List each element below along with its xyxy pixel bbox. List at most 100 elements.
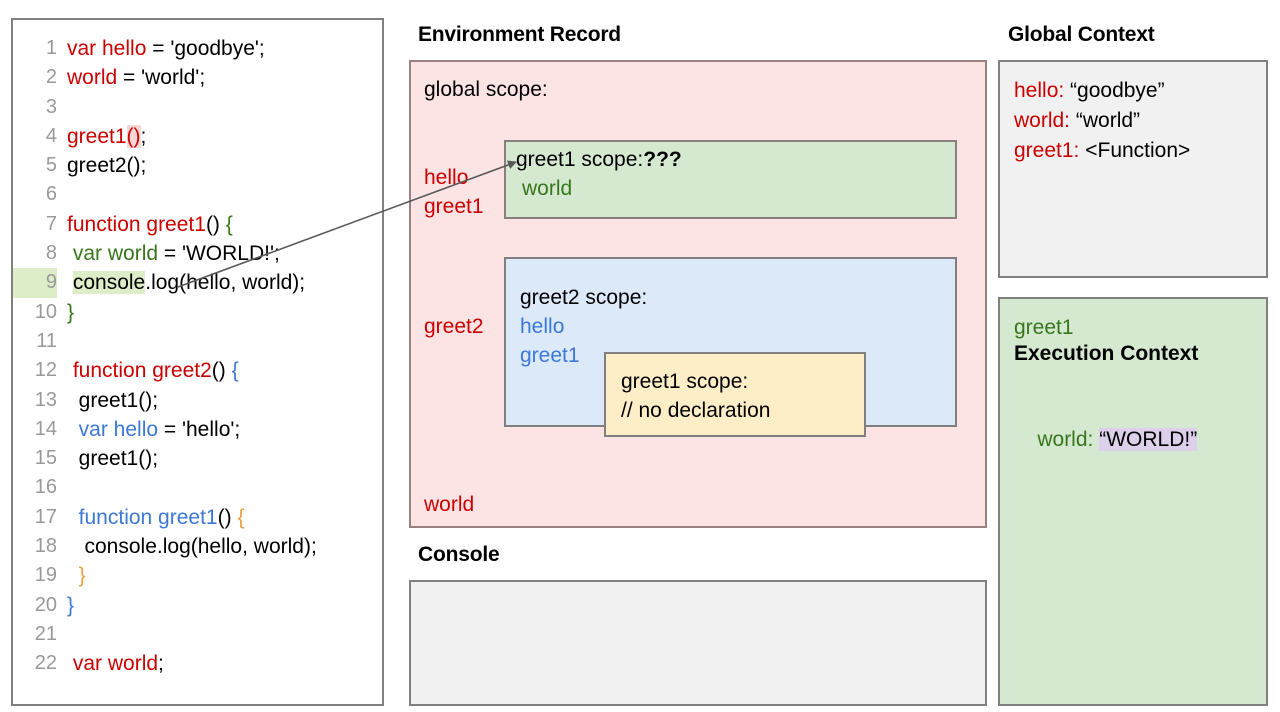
env-global-binding: greet2 (424, 315, 484, 338)
inner-greet1-scope-title: greet1 scope: (621, 370, 749, 393)
global-context-panel: hello: “goodbye” world: “world” greet1: <F… (998, 60, 1268, 278)
code-line-number: 7 (45, 212, 57, 235)
greet1-scope-var-world: world (522, 177, 573, 200)
code-token: { (237, 505, 245, 529)
greet1-scope-box: greet1 scope:??? world (504, 140, 957, 219)
code-line-number: 22 (34, 652, 57, 675)
code-line[interactable]: 17 function greet1() { (13, 503, 382, 532)
code-line-number: 1 (45, 37, 57, 59)
code-token: greet1(); (67, 447, 159, 471)
global-context-row: greet1: <Function> (1014, 139, 1190, 163)
code-token (67, 271, 73, 294)
greet1-scope-title-text: greet1 scope: (516, 148, 644, 171)
code-token: var hello (67, 37, 147, 60)
execution-context-variable: world: “WORLD!” (1014, 404, 1198, 476)
code-line[interactable]: 9 console.log(hello, world); (13, 268, 382, 298)
env-global-binding: greet1 (424, 195, 484, 218)
greet2-scope-var-greet1: greet1 (520, 344, 580, 367)
code-line-number: 15 (34, 447, 57, 470)
greet1-scope-unknown-marker: ??? (643, 148, 682, 171)
code-token: world (67, 66, 118, 90)
environment-record-title: Environment Record (418, 23, 621, 46)
global-context-key: world: (1014, 109, 1071, 132)
code-token: console.log(hello, world); (67, 535, 317, 559)
code-line-number: 21 (34, 622, 57, 645)
code-line-text: greet2(); (57, 151, 146, 180)
code-line-text: world = 'world'; (57, 63, 205, 92)
execution-context-variable-value: “WORLD!” (1099, 428, 1198, 451)
code-line[interactable]: 5 greet2(); (13, 151, 382, 180)
code-line-number: 6 (45, 183, 57, 206)
greet2-scope-title: greet2 scope: (520, 286, 648, 309)
code-line-number: 2 (45, 66, 57, 89)
execution-context-function-name: greet1 (1014, 316, 1074, 339)
code-line-text: } (57, 561, 86, 590)
code-token: greet1 (67, 124, 127, 148)
inner-greet1-scope-box: greet1 scope: // no declaration (604, 352, 866, 437)
code-token (67, 418, 79, 441)
code-token: greet2(); (67, 154, 147, 178)
code-token: function greet1 (78, 505, 218, 529)
global-context-title: Global Context (1008, 23, 1155, 46)
code-line-text: console.log(hello, world); (57, 532, 317, 561)
execution-context-variable-key: world: (1037, 428, 1094, 451)
code-token: = 'hello'; (158, 417, 241, 441)
execution-context-heading: Execution Context (1014, 342, 1199, 365)
code-line[interactable]: 21 (13, 620, 382, 649)
code-line[interactable]: 12 function greet2() { (13, 356, 382, 385)
code-line[interactable]: 18 console.log(hello, world); (13, 532, 382, 561)
code-token: { (225, 212, 233, 236)
code-token: = 'WORLD!'; (158, 242, 280, 266)
code-token: function greet2 (72, 359, 212, 383)
code-token (67, 506, 79, 529)
code-token: () (205, 212, 226, 236)
global-context-row: hello: “goodbye” (1014, 79, 1165, 103)
code-line[interactable]: 14 var hello = 'hello'; (13, 415, 382, 444)
code-line[interactable]: 8 var world = 'WORLD!'; (13, 239, 382, 268)
code-token: = 'goodbye'; (146, 37, 265, 60)
code-line-text: var world = 'WORLD!'; (57, 239, 280, 268)
code-line-text: function greet1() { (57, 210, 233, 239)
code-line[interactable]: 20} (13, 591, 382, 620)
code-line[interactable]: 13 greet1(); (13, 386, 382, 415)
code-line[interactable]: 16 (13, 473, 382, 502)
global-context-key: greet1: (1014, 139, 1080, 162)
code-token: } (67, 300, 75, 324)
global-scope-label: global scope: (424, 78, 548, 101)
code-token: ; (158, 652, 164, 676)
global-context-key: hello: (1014, 79, 1065, 102)
code-line-number: 19 (34, 564, 57, 587)
code-token: ; (140, 124, 147, 148)
code-line[interactable]: 22 var world; (13, 649, 382, 678)
code-line[interactable]: 3 (13, 93, 382, 122)
code-line-number: 13 (34, 388, 57, 411)
code-line-number: 4 (45, 124, 57, 147)
greet2-scope-box: greet2 scope: hello greet1 greet1 scope:… (504, 257, 957, 437)
code-token: var world (72, 242, 159, 266)
console-panel[interactable] (409, 580, 987, 706)
code-line[interactable]: 19 } (13, 561, 382, 590)
code-line-number: 11 (36, 329, 57, 352)
code-line-number: 5 (45, 154, 57, 177)
code-line[interactable]: 6 (13, 180, 382, 209)
code-line-text: var hello = 'goodbye'; (57, 34, 265, 63)
code-line[interactable]: 15 greet1(); (13, 444, 382, 473)
env-global-binding: hello (424, 166, 469, 189)
code-line[interactable]: 11 (13, 327, 382, 356)
code-token: { (231, 359, 239, 383)
code-line[interactable]: 10} (13, 298, 382, 327)
global-context-row: world: “world” (1014, 109, 1140, 133)
console-title: Console (418, 543, 500, 566)
global-context-value: “world” (1070, 109, 1141, 132)
greet1-scope-title: greet1 scope:??? (516, 148, 682, 172)
code-line-text: function greet2() { (57, 356, 239, 385)
code-line-number: 3 (45, 95, 57, 118)
code-token: () (211, 359, 232, 383)
code-token: () (217, 505, 238, 529)
global-context-value: “goodbye” (1064, 79, 1165, 102)
